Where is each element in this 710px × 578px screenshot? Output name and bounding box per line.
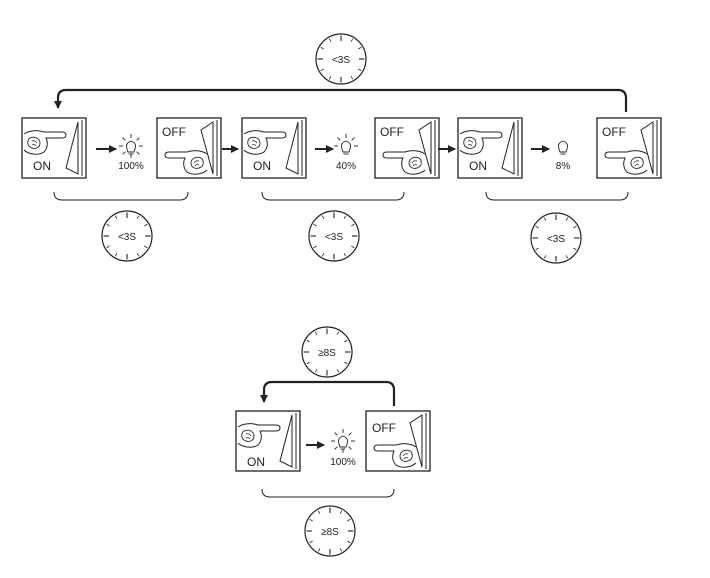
off-label: OFF [380, 125, 404, 139]
off-switch-icon: OFF [374, 117, 440, 179]
brightness-label: 100% [330, 457, 356, 468]
group-clock-icon: <3S [101, 210, 153, 262]
off-switch-icon: OFF [365, 410, 431, 472]
bottom-sequence: ≥8S ON 100% OFF ≥8S [235, 326, 431, 557]
bottom-group-clock-icon: ≥8S [304, 505, 356, 557]
brightness-label: 100% [118, 161, 144, 172]
bottom-loop-clock-icon: ≥8S [301, 326, 353, 378]
bottom-loop-clock-label: ≥8S [318, 348, 336, 359]
brightness-label: 40% [336, 161, 356, 172]
brightness-label: 8% [556, 161, 571, 172]
top-group-1: ON 100% OFF <3S [21, 117, 222, 262]
group-brace [53, 191, 189, 201]
bottom-group: ON 100% OFF ≥8S [235, 410, 431, 557]
on-label: ON [33, 159, 51, 173]
top-loop-clock-label: <3S [332, 55, 350, 66]
brightness-bulb-icon [334, 134, 358, 155]
bottom-group-clock-label: ≥8S [321, 527, 339, 538]
group-clock-icon: <3S [308, 210, 360, 262]
brightness-bulb-icon [119, 134, 143, 158]
top-group-3: ON 8% OFF <3S [457, 117, 662, 264]
on-switch-icon: ON [235, 410, 301, 472]
group-brace [485, 191, 629, 201]
off-label: OFF [372, 421, 396, 435]
brightness-bulb-icon [558, 140, 568, 155]
brightness-bulb-icon [331, 429, 355, 453]
bottom-loop-arrow [260, 380, 396, 406]
group-brace [261, 488, 395, 498]
group-brace [261, 191, 405, 201]
off-label: OFF [602, 125, 626, 139]
top-loop-clock-icon: <3S [315, 33, 367, 85]
group-clock-label: <3S [118, 232, 136, 243]
on-switch-icon: ON [241, 117, 307, 179]
off-switch-icon: OFF [596, 117, 662, 179]
on-label: ON [469, 159, 487, 173]
on-switch-icon: ON [21, 117, 87, 179]
on-label: ON [247, 455, 265, 469]
on-switch-icon: ON [457, 117, 523, 179]
top-sequence: <3S ON 100% OFF <3S ON [21, 33, 662, 264]
top-group-2: ON 40% OFF <3S [241, 117, 440, 262]
off-label: OFF [162, 125, 186, 139]
group-clock-label: <3S [547, 234, 565, 245]
off-switch-icon: OFF [156, 117, 222, 179]
top-loop-arrow [54, 88, 628, 112]
on-label: ON [253, 159, 271, 173]
group-clock-icon: <3S [530, 212, 582, 264]
group-clock-label: <3S [325, 232, 343, 243]
